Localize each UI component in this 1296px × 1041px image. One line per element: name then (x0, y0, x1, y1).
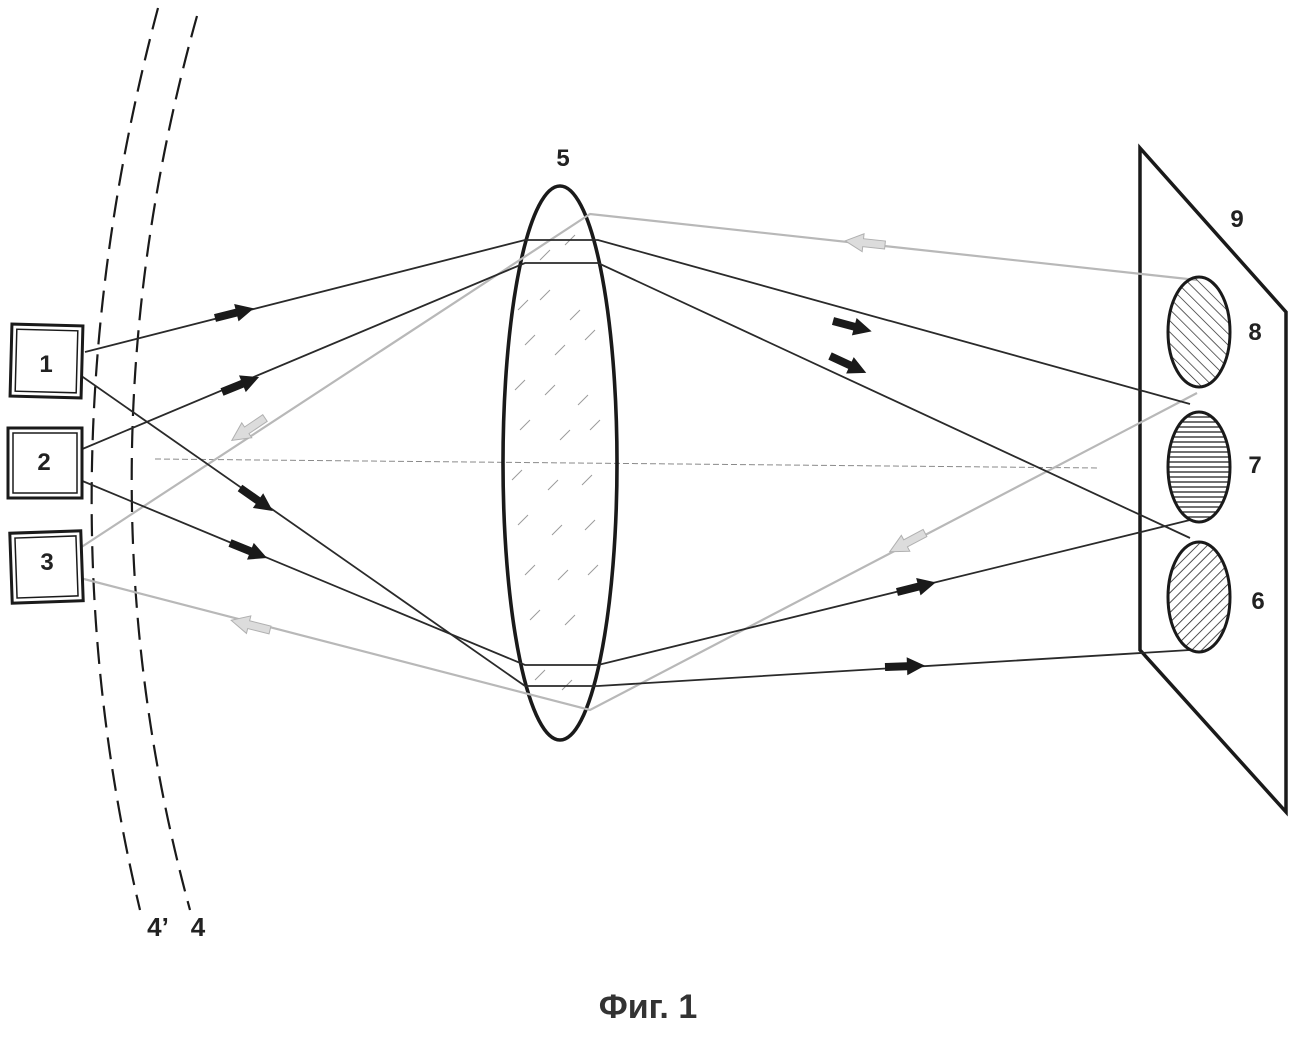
emitter-3: 3 (10, 531, 83, 603)
reflected-rays (80, 214, 1197, 710)
arc-4 (132, 16, 197, 910)
arrow-icon (826, 348, 870, 381)
emitter-2: 2 (8, 428, 82, 498)
spot-7 (1168, 412, 1230, 522)
emitter-1: 1 (10, 324, 83, 398)
emitter-3-label: 3 (40, 549, 53, 576)
arrow-icon (227, 411, 270, 448)
optical-axis (155, 459, 1100, 468)
incident-arrows (213, 300, 938, 676)
arrow-icon (895, 574, 938, 601)
spot-8-label: 8 (1248, 319, 1261, 346)
arrow-icon (227, 535, 271, 567)
spot-6-label: 6 (1251, 588, 1264, 615)
arc-4-prime-label: 4’ (147, 912, 169, 942)
arrow-icon (213, 300, 256, 327)
arrow-icon (229, 612, 272, 639)
spot-7-label: 7 (1248, 452, 1261, 479)
arrow-icon (219, 369, 263, 401)
lens-label: 5 (556, 145, 569, 172)
arrow-icon (831, 312, 874, 340)
arrow-icon (235, 481, 278, 519)
arc-4-label: 4 (191, 912, 206, 942)
reflected-arrows (227, 232, 929, 639)
spot-8 (1168, 277, 1230, 387)
emitter-2-label: 2 (37, 449, 50, 476)
screen-label: 9 (1230, 206, 1243, 233)
emitter-1-label: 1 (39, 351, 52, 378)
arrow-icon (844, 232, 886, 254)
arrow-icon (885, 657, 926, 676)
arrow-icon (885, 525, 929, 560)
arc-4-prime (92, 8, 158, 910)
spot-6 (1168, 542, 1230, 652)
figure-caption: Фиг. 1 (599, 988, 697, 1026)
